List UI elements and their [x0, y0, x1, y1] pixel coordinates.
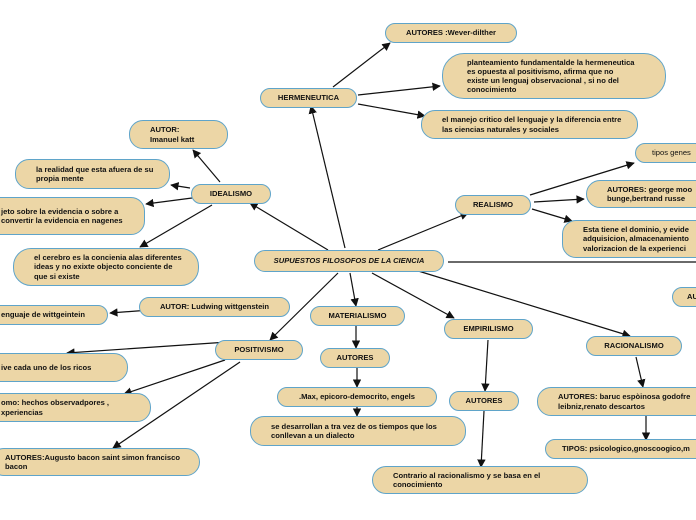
materialismo-names-label: .Max, epicoro-democrito, engels	[298, 392, 416, 402]
materialismo-label: MATERIALISMO	[328, 311, 387, 321]
idealismo-brain-label: el cerebro es la concienia alas diferent…	[34, 253, 182, 281]
racionalismo-authors-label: AUTORES: baruc espòinosa godofre leibniz…	[558, 392, 691, 411]
hermeneutica-authors-label: AUTORES :Wever-dilther	[405, 28, 497, 38]
hermeneutica-critique-label: el manejo critico del lenguaje y la dife…	[442, 115, 622, 134]
idealismo-node[interactable]: IDEALISMO	[191, 184, 271, 204]
empirismo-label: EMPIRILISMO	[463, 324, 514, 334]
realismo-label: REALISMO	[472, 200, 514, 210]
positivismo-label: POSITIVISMO	[234, 345, 284, 355]
hermeneutica-node[interactable]: HERMENEUTICA	[260, 88, 357, 108]
positivismo-authors-label: AUTORES:Augusto bacon saint simon franci…	[5, 452, 180, 471]
racionalismo-node[interactable]: RACIONALISMO	[586, 336, 682, 356]
hermeneutica-label: HERMENEUTICA	[277, 93, 340, 103]
realismo-types-label: tipos genes	[652, 148, 691, 158]
idealismo-author-label: AUTOR: Imanuel katt	[150, 125, 195, 144]
positivismo-facts-node[interactable]: omo: hechos observadpores , xperiencias	[0, 393, 151, 422]
empirismo-contrary-node[interactable]: Contrario al racionalismo y se basa en e…	[372, 466, 588, 494]
realismo-domain-node[interactable]: Esta tiene el dominio, y evide adquisici…	[562, 220, 696, 258]
positivismo-author-label: AUTOR: Ludwing wittgenstein	[159, 302, 270, 312]
positivismo-facts-label: omo: hechos observadpores , xperiencias	[1, 398, 110, 417]
idealismo-author-node[interactable]: AUTOR: Imanuel katt	[129, 120, 228, 149]
positivismo-lives-label: ive cada uno de los ricos	[1, 362, 92, 372]
empirismo-contrary-label: Contrario al racionalismo y se basa en e…	[393, 470, 541, 489]
empirismo-authors-label: AUTORES	[465, 396, 503, 406]
idealismo-object-label: jeto sobre la evidencia o sobre a conver…	[1, 206, 123, 225]
positivismo-author-node[interactable]: AUTOR: Ludwing wittgenstein	[139, 297, 290, 317]
realismo-types-node[interactable]: tipos genes	[635, 143, 696, 163]
racionalismo-types-node[interactable]: TIPOS: psicologico,gnoscoogico,m	[545, 439, 696, 459]
empirismo-node[interactable]: EMPIRILISMO	[444, 319, 533, 339]
idealismo-label: IDEALISMO	[209, 189, 253, 199]
materialismo-node[interactable]: MATERIALISMO	[310, 306, 405, 326]
empirismo-authors-node[interactable]: AUTORES	[449, 391, 519, 411]
right-edge-label: AU	[687, 292, 696, 302]
realismo-authors-label: AUTORES: george moo bunge,bertrand russe	[607, 184, 693, 203]
right-edge-node[interactable]: AU	[672, 287, 696, 307]
idealismo-brain-node[interactable]: el cerebro es la concienia alas diferent…	[13, 248, 199, 286]
racionalismo-label: RACIONALISMO	[604, 341, 664, 351]
racionalismo-authors-node[interactable]: AUTORES: baruc espòinosa godofre leibniz…	[537, 387, 696, 416]
racionalismo-types-label: TIPOS: psicologico,gnoscoogico,m	[562, 444, 690, 454]
materialismo-develop-label: se desarrollan a tra vez de os tiempos q…	[271, 421, 437, 440]
positivismo-authors-node[interactable]: AUTORES:Augusto bacon saint simon franci…	[0, 448, 200, 476]
hermeneutica-approach-node[interactable]: planteamiento fundamentalde la hermeneut…	[442, 53, 666, 99]
positivismo-lives-node[interactable]: ive cada uno de los ricos	[0, 353, 128, 382]
idealismo-reality-label: la realidad que esta afuera de su propia…	[36, 164, 154, 183]
idealismo-object-node[interactable]: jeto sobre la evidencia o sobre a conver…	[0, 197, 145, 235]
positivismo-language-label: enguaje de wittgeintein	[1, 310, 85, 320]
central-topic-label: SUPUESTOS FILOSOFOS DE LA CIENCIA	[273, 256, 425, 266]
idealismo-reality-node[interactable]: la realidad que esta afuera de su propia…	[15, 159, 170, 189]
materialismo-authors-label: AUTORES	[336, 353, 374, 363]
realismo-authors-node[interactable]: AUTORES: george moo bunge,bertrand russe	[586, 180, 696, 208]
positivismo-language-node[interactable]: enguaje de wittgeintein	[0, 305, 108, 325]
realismo-domain-label: Esta tiene el dominio, y evide adquisici…	[583, 225, 689, 253]
hermeneutica-critique-node[interactable]: el manejo critico del lenguaje y la dife…	[421, 110, 638, 139]
central-topic-node[interactable]: SUPUESTOS FILOSOFOS DE LA CIENCIA	[254, 250, 444, 272]
positivismo-node[interactable]: POSITIVISMO	[215, 340, 303, 360]
hermeneutica-approach-label: planteamiento fundamentalde la hermeneut…	[467, 57, 635, 95]
hermeneutica-authors-node[interactable]: AUTORES :Wever-dilther	[385, 23, 517, 43]
realismo-node[interactable]: REALISMO	[455, 195, 531, 215]
materialismo-names-node[interactable]: .Max, epicoro-democrito, engels	[277, 387, 437, 407]
materialismo-authors-node[interactable]: AUTORES	[320, 348, 390, 368]
materialismo-develop-node[interactable]: se desarrollan a tra vez de os tiempos q…	[250, 416, 466, 446]
